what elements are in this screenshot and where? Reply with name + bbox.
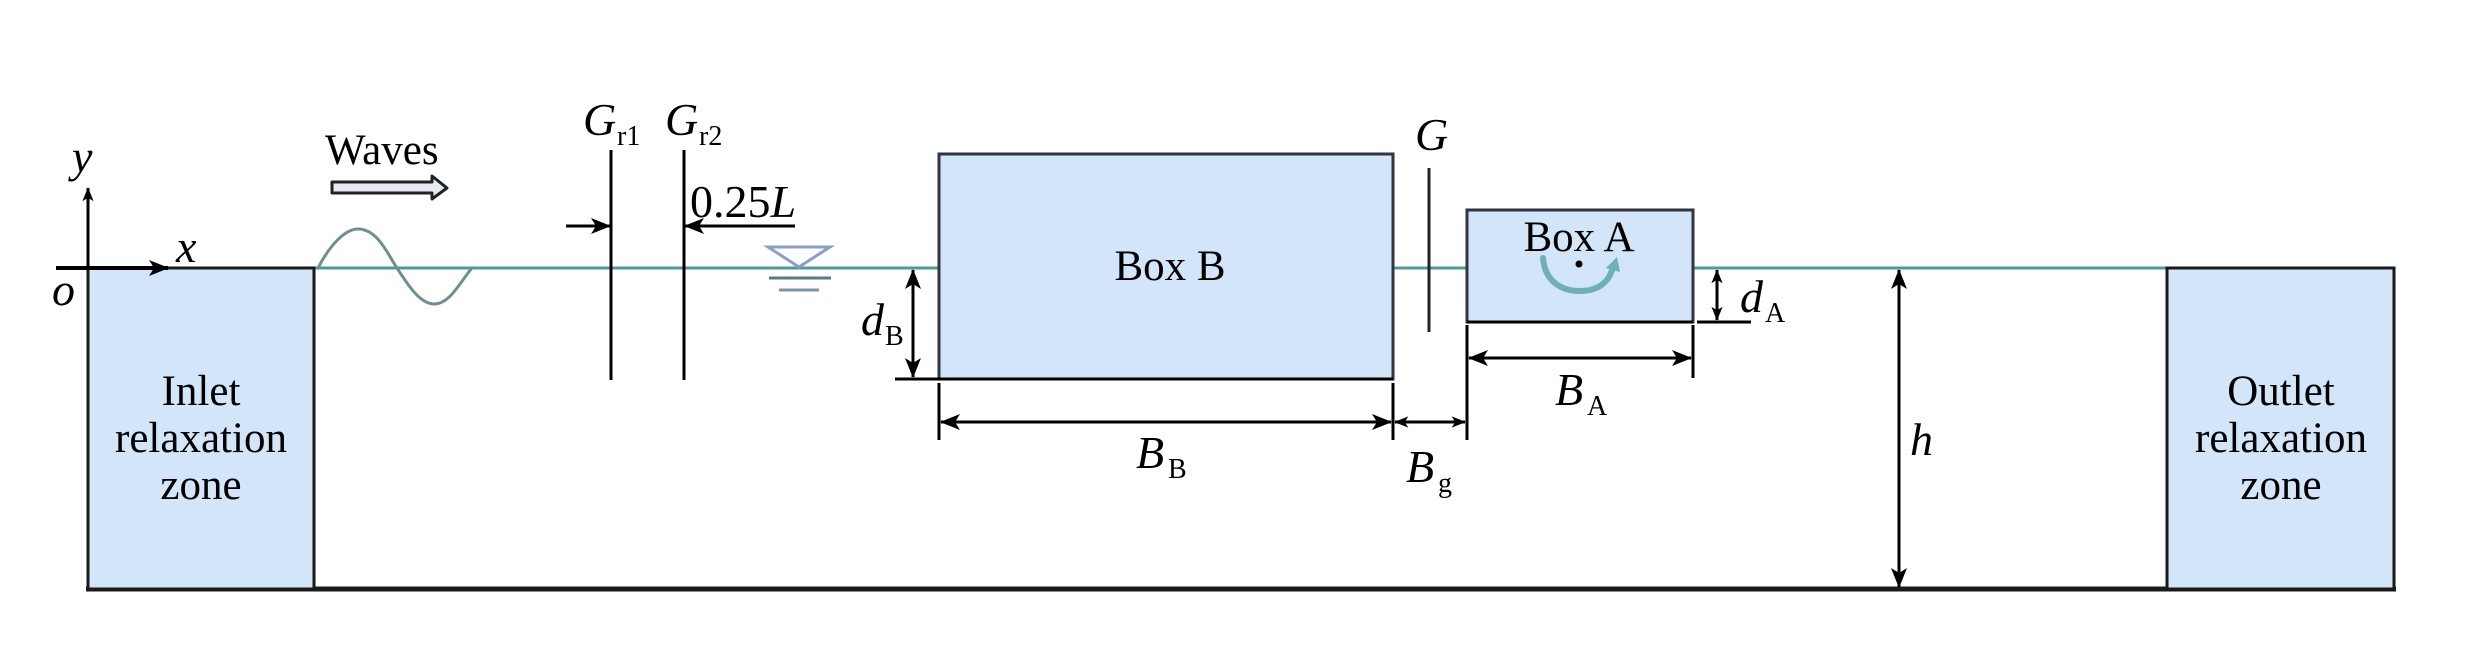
outlet-zone-label-line2: relaxation <box>2195 415 2367 462</box>
gauge-spacing-symbol: L <box>770 176 797 227</box>
still-water-level-icon <box>762 245 836 292</box>
inlet-zone-label-line1: Inlet <box>162 368 241 415</box>
g-symbol: G <box>1415 109 1448 160</box>
h-symbol: h <box>1910 414 1933 465</box>
breadth-a-dimension: B A <box>1468 325 1695 422</box>
gr1-subscript: r1 <box>617 121 640 152</box>
waves-label: Waves <box>325 127 439 174</box>
gauge-spacing-label: 0.25L <box>690 176 796 227</box>
outlet-relaxation-zone: Outlet relaxation zone <box>2165 266 2396 591</box>
box-b: Box B <box>937 152 1395 381</box>
b-b-symbol: B <box>1136 427 1164 478</box>
breadth-b-dimension: B B <box>937 383 1395 485</box>
wave-gauge-g: G <box>1415 109 1448 332</box>
b-a-subscript: A <box>1587 391 1608 422</box>
inlet-zone-label-line3: zone <box>160 462 241 509</box>
gr1-symbol: G <box>583 94 616 145</box>
d-b-subscript: B <box>885 321 904 352</box>
centroid-dot-icon <box>1575 260 1583 268</box>
draft-b-dimension: d B <box>861 269 939 381</box>
rotation-arrowhead-icon <box>1606 257 1620 272</box>
outlet-zone-label-line3: zone <box>2240 462 2321 509</box>
b-g-symbol: B <box>1406 441 1434 492</box>
gap-dimension: B g <box>1394 325 1469 499</box>
d-a-subscript: A <box>1765 298 1786 329</box>
gr2-symbol: G <box>665 94 698 145</box>
gauge-spacing-number: 0.25 <box>690 176 771 227</box>
gr2-subscript: r2 <box>699 121 722 152</box>
inlet-zone-label-line2: relaxation <box>115 415 287 462</box>
d-a-symbol: d <box>1740 271 1764 322</box>
incident-wave-curve <box>316 227 474 306</box>
box-a-label: Box A <box>1523 214 1634 261</box>
d-b-symbol: d <box>861 294 885 345</box>
b-g-subscript: g <box>1438 468 1452 499</box>
wave-gauge-gr1: G r1 <box>583 94 640 380</box>
x-axis-label: x <box>175 221 197 272</box>
wave-gauge-gr2: G r2 <box>665 94 722 380</box>
y-axis-label: y <box>68 131 93 182</box>
outlet-zone-label-line1: Outlet <box>2227 368 2335 415</box>
coordinate-axes: x y o <box>52 131 197 315</box>
draft-a-dimension: d A <box>1697 269 1786 329</box>
water-depth-dimension: h <box>1891 269 1933 588</box>
origin-label: o <box>52 264 75 315</box>
rotation-arrow-icon <box>1540 255 1616 295</box>
box-b-label: Box B <box>1114 243 1225 290</box>
b-a-symbol: B <box>1555 364 1583 415</box>
inlet-relaxation-zone: Inlet relaxation zone <box>86 266 316 591</box>
b-b-subscript: B <box>1168 454 1187 485</box>
box-a: Box A <box>1465 208 1695 324</box>
wave-direction-arrow-icon <box>330 174 449 201</box>
